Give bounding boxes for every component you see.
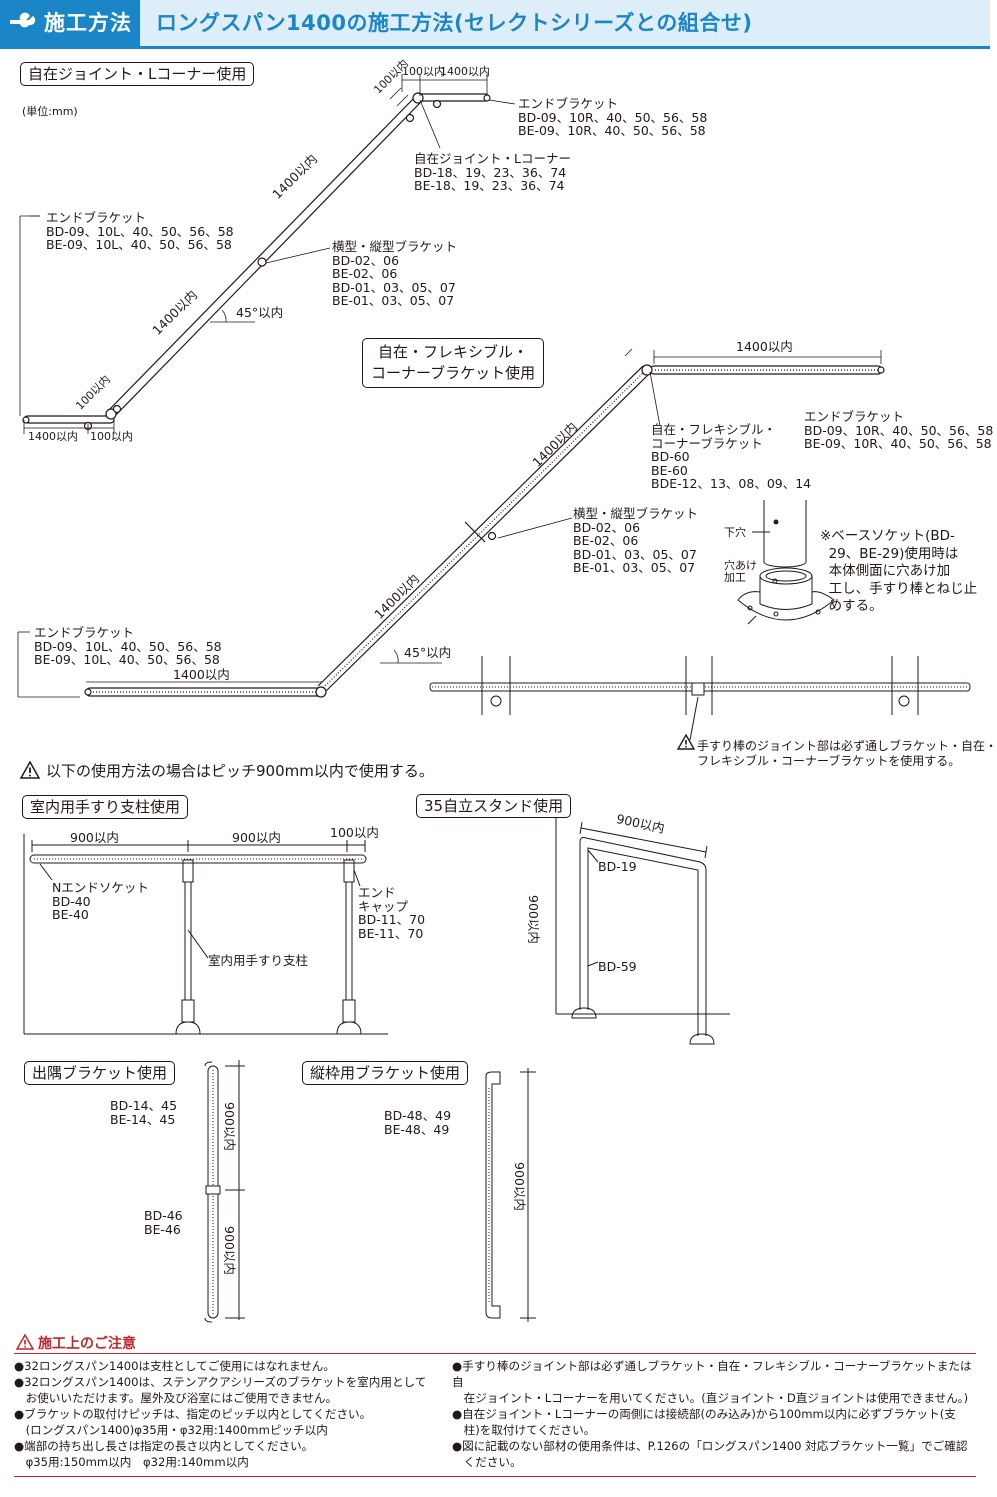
- sec3-dim-b: 900以内: [232, 830, 281, 845]
- caution-left-line: ●端部の持ち出し長さは指定の長さ以内としてください。: [14, 1439, 314, 1453]
- n-end-socket: Nエンドソケット BD-40 BE-40: [52, 880, 149, 922]
- indoor-post-diagram: [23, 834, 388, 1035]
- caution-right-line: ●図に記載のない部材の使用条件は、P.126の「ロングスパン1400 対応ブラケ…: [452, 1439, 968, 1453]
- sec1-dim-top-a: 100以内: [402, 65, 445, 78]
- base-socket-note: ※ベースソケット(BD- 29、BE-29)使用時は 本体側面に穴あけ加 工し、…: [820, 528, 978, 614]
- caution-right-line: 在ジョイント・Lコーナーを用いてください。(直ジョイント・D直ジョイントは使用で…: [452, 1391, 969, 1405]
- caution-right-line: ●手すり棒のジョイント部は必ず通しブラケット・自在・フレキシブル・コーナーブラケ…: [452, 1359, 972, 1389]
- warning-icon: [19, 760, 41, 779]
- caution-left-line: (ロングスパン1400)φ35用・φ32用:1400mmピッチ以内: [14, 1423, 328, 1437]
- sec1-joint: 自在ジョイント・Lコーナー BD-18、19、23、36、74 BE-18、19…: [414, 151, 571, 193]
- caution-right-line: ください。: [452, 1455, 522, 1469]
- pilot-hole-label: 下穴: [724, 526, 746, 539]
- sec1-bracket: 横型・縦型ブラケット BD-02、06 BE-02、06 BD-01、03、05…: [332, 239, 458, 308]
- sec2-dim-bottom: 1400以内: [173, 667, 230, 682]
- sec5-dim-a: 900以内: [222, 1102, 237, 1151]
- sec5-dim-b: 900以内: [222, 1226, 237, 1275]
- caution-icon: [15, 1333, 35, 1350]
- sec2-end-bracket-left: エンドブラケット BD-09、10L、40、50、56、58 BE-09、10L…: [34, 625, 222, 667]
- sec2-title: 自在・フレキシブル・ コーナーブラケット使用: [362, 338, 545, 388]
- sec1-dim-top-b: 1400以内: [440, 65, 490, 78]
- unit-label: (単位:mm): [22, 105, 78, 118]
- caution-left-list: ●32ロングスパン1400は支柱としてご使用にはなれません。 ●32ロングスパン…: [14, 1358, 454, 1470]
- sec1-angle: 45°以内: [236, 305, 284, 320]
- sec5-title: 出隅ブラケット使用: [24, 1061, 176, 1085]
- sec6-parts: BD-48、49 BE-48、49: [384, 1108, 452, 1137]
- sec1-dim-bot-a: 1400以内: [28, 430, 78, 443]
- header-tag: 施工方法: [0, 0, 140, 46]
- sec2-bracket: 横型・縦型ブラケット BD-02、06 BE-02、06 BD-01、03、05…: [573, 506, 699, 575]
- caution-top-rule: [14, 1353, 976, 1354]
- through-bracket-rail: [429, 656, 971, 741]
- sec4-title: 35自立スタンド使用: [416, 794, 572, 818]
- caution-title: 施工上のご注意: [38, 1336, 136, 1352]
- stand-diagram: [555, 818, 730, 1045]
- sec3-dim-a: 900以内: [70, 830, 119, 845]
- sec1-dimension-lines: [19, 74, 516, 434]
- caution-left-line: ●32ロングスパン1400は、ステンアクアシリーズのブラケットを室内用として: [14, 1375, 427, 1389]
- page-title: ロングスパン1400の施工方法(セレクトシリーズとの組合せ): [156, 11, 753, 35]
- warning-icon: [676, 733, 696, 750]
- sec1-title: 自在ジョイント・Lコーナー使用: [20, 62, 255, 86]
- end-cap: エンド キャップ BD-11、70 BE-11、70: [358, 885, 426, 941]
- sec2-end-bracket-right: エンドブラケット BD-09、10R、40、50、56、58 BE-09、10R…: [804, 409, 994, 451]
- caution-bottom-rule: [14, 1476, 976, 1477]
- drilling-label: 穴あけ 加工: [724, 559, 757, 584]
- sec5-top-parts: BD-14、45 BE-14、45: [110, 1098, 178, 1127]
- caution-right-line: 柱)を取付けてください。: [452, 1423, 596, 1437]
- sec3-dim-c: 100以内: [330, 825, 379, 840]
- frame-bracket-diagram: [485, 1068, 536, 1322]
- sec2-angle: 45°以内: [404, 645, 452, 660]
- caution-right-list: ●手すり棒のジョイント部は必ず通しブラケット・自在・フレキシブル・コーナーブラケ…: [452, 1358, 982, 1470]
- sec3-title: 室内用手すり支柱使用: [22, 795, 189, 819]
- sec6-dim: 900以内: [512, 1162, 527, 1211]
- page-header: 施工方法 ロングスパン1400の施工方法(セレクトシリーズとの組合せ): [0, 0, 990, 49]
- joint-note: 手すり棒のジョイント部は必ず通しブラケット・自在・ フレキシブル・コーナーブラケ…: [697, 739, 997, 768]
- base-socket-illustration: [737, 500, 835, 625]
- diagrams: [17, 74, 971, 1323]
- header-tag-label: 施工方法: [44, 11, 132, 35]
- sec6-title: 縦枠用ブラケット使用: [302, 1061, 469, 1085]
- wrench-icon: [10, 12, 36, 28]
- sec2-flex-bracket: 自在・フレキシブル・ コーナーブラケット BD-60 BE-60 BDE-12、…: [651, 422, 812, 491]
- caution-left-line: ●ブラケットの取付けピッチは、指定のピッチ以内としてください。: [14, 1407, 372, 1421]
- caution-left-line: お使いいただけます。屋外及び浴室にはご使用できません。: [14, 1391, 338, 1405]
- sec1-end-bracket-right: エンドブラケット BD-09、10R、40、50、56、58 BE-09、10R…: [518, 96, 708, 138]
- sec5-mid-parts: BD-46 BE-46: [144, 1208, 183, 1237]
- bd19-label: BD-19: [598, 859, 637, 874]
- sec4-dim-side: 900以内: [526, 895, 541, 944]
- sec2-dim-top: 1400以内: [736, 339, 793, 354]
- caution-left-line: φ35用:150mm以内 φ32用:140mm以内: [14, 1455, 249, 1469]
- pitch-notice: 以下の使用方法の場合はピッチ900mm以内で使用する。: [46, 762, 434, 780]
- indoor-post-label: 室内用手すり支柱: [208, 953, 309, 968]
- caution-left-line: ●32ロングスパン1400は支柱としてご使用にはなれません。: [14, 1359, 335, 1373]
- sec1-end-bracket-left: エンドブラケット BD-09、10L、40、50、56、58 BE-09、10L…: [46, 210, 234, 252]
- caution-right-line: ●自在ジョイント・Lコーナーの両側には接続部(のみ込み)から100mm以内に必ず…: [452, 1407, 956, 1421]
- sec1-dim-bot-b: 100以内: [90, 430, 133, 443]
- sec2-handrail: [84, 364, 885, 698]
- sec2-dimension-lines: [17, 348, 882, 698]
- corner-bracket-diagram: [204, 1060, 245, 1323]
- bd59-label: BD-59: [598, 959, 637, 974]
